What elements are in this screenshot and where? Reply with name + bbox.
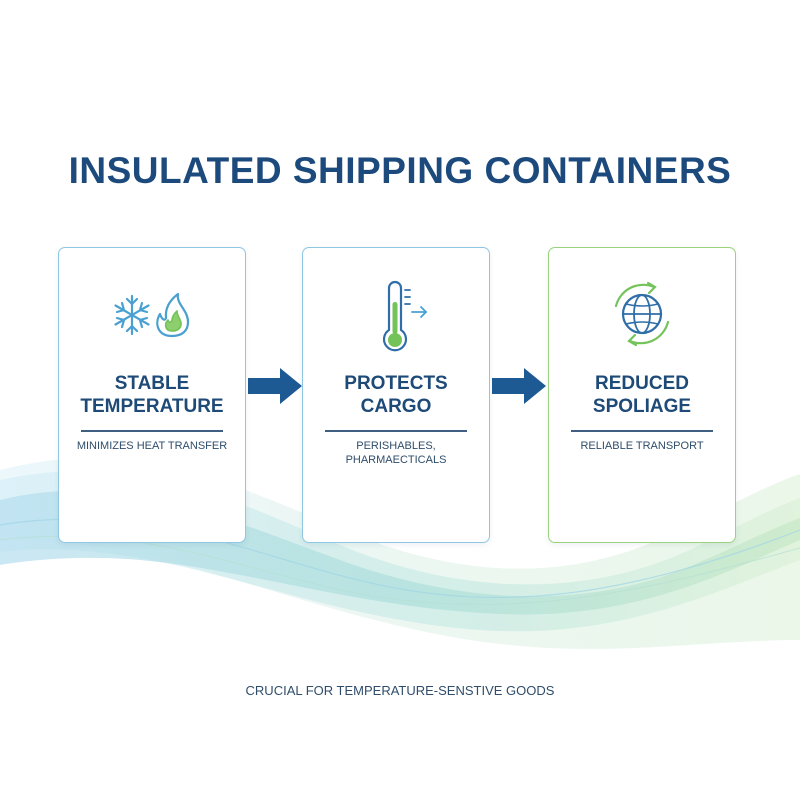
card-heading: STABLE TEMPERATURE [80,373,224,417]
card-heading: REDUCED SPOLIAGE [592,373,692,417]
card-icon-group [59,278,245,358]
footer-caption: CRUCIAL FOR TEMPERATURE-SENSTIVE GOODS [245,683,555,698]
card-divider [571,430,713,432]
card-stable-temperature: STABLE TEMPERATURE MINIMIZES HEAT TRANSF… [58,247,246,543]
flame-icon [156,292,190,338]
card-icon-group [303,278,489,358]
arrow-right-icon [248,368,302,404]
card-divider [81,430,223,432]
card-subtext: RELIABLE TRANSPORT [580,440,704,452]
card-subtext: MINIMIZES HEAT TRANSFER [76,440,228,452]
globe-cycle-icon [614,281,670,347]
card-icon-group [549,278,735,358]
card-divider [325,430,467,432]
card-subtext: PERISHABLES, PHARMAECTICALS [345,440,447,466]
card-reduced-spoilage: REDUCED SPOLIAGE RELIABLE TRANSPORT [548,247,736,543]
page-title: INSULATED SHIPPING CONTAINERS [68,150,732,191]
card-protects-cargo: PROTECTS CARGO PERISHABLES, PHARMAECTICA… [302,247,490,543]
card-heading: PROTECTS CARGO [344,373,448,417]
snowflake-icon [114,294,150,336]
thermometer-icon [382,280,428,352]
arrow-right-icon [492,368,546,404]
